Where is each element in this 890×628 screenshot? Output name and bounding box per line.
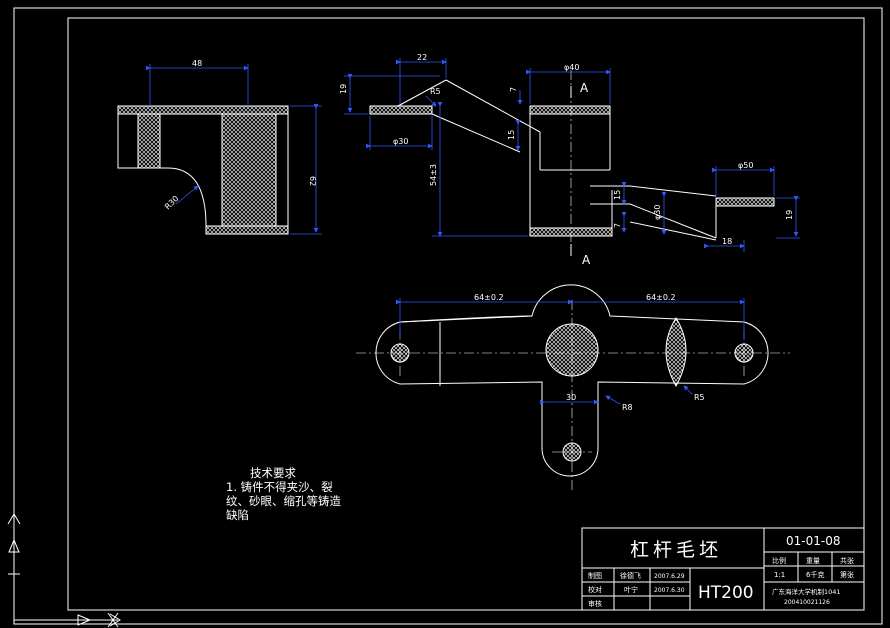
tech-req-line3: 缺陷 xyxy=(226,508,249,522)
dim-7b: 7 xyxy=(613,223,622,228)
ucs-icon xyxy=(7,513,121,628)
scale-value: 1:1 xyxy=(774,571,785,579)
qty-value: 第张 xyxy=(840,570,854,579)
draw-date: 2007.6.29 xyxy=(654,573,685,580)
drawing-number: 01-01-08 xyxy=(786,534,840,548)
school-line2: 200410021126 xyxy=(784,599,830,606)
middle-view-dims xyxy=(344,58,800,252)
dim-dia30: φ30 xyxy=(393,137,408,146)
dim-19a: 19 xyxy=(339,84,348,94)
dim-r5a: R5 xyxy=(430,87,441,96)
outer-border xyxy=(13,7,883,625)
row-draw: 制图 xyxy=(588,571,602,580)
col-qty: 共张 xyxy=(840,556,854,565)
school-line1: 广东海洋大学机制1041 xyxy=(772,587,841,596)
section-label-a-top: A xyxy=(580,81,589,95)
draw-name: 徐德飞 xyxy=(620,571,641,580)
dim-48: 48 xyxy=(192,59,202,68)
tech-req-line2: 纹、砂眼、缩孔等铸造 xyxy=(226,494,341,508)
dim-r30: R30 xyxy=(163,194,181,212)
dim-7a: 7 xyxy=(509,87,518,92)
row-check: 校对 xyxy=(588,585,602,594)
dim-22: 22 xyxy=(417,53,427,62)
dim-15b: 15 xyxy=(613,190,622,200)
plan-view-dims xyxy=(396,298,745,405)
middle-view xyxy=(369,79,775,241)
row-review: 审核 xyxy=(588,599,602,608)
dim-64-left: 64±0.2 xyxy=(474,293,504,302)
col-weight: 重量 xyxy=(806,557,820,565)
left-view xyxy=(117,105,289,235)
check-name: 叶宁 xyxy=(624,585,638,594)
dim-19b: 19 xyxy=(785,210,794,220)
left-view-dims xyxy=(146,64,322,235)
weight-value: 6千克 xyxy=(806,570,824,579)
check-date: 2007.6.30 xyxy=(654,587,685,594)
dim-15a: 15 xyxy=(507,130,516,140)
section-label-a-bottom: A xyxy=(582,253,591,267)
dim-18: 18 xyxy=(722,237,732,246)
dim-dia40: φ40 xyxy=(564,63,579,72)
part-name: 杠杆毛坯 xyxy=(630,539,722,561)
tech-req-line1: 1. 铸件不得夹沙、裂 xyxy=(226,480,333,494)
title-block xyxy=(581,527,865,611)
dim-64-right: 64±0.2 xyxy=(646,293,676,302)
col-scale: 比例 xyxy=(772,556,786,565)
dim-dia50: φ50 xyxy=(738,161,753,170)
dim-62: 62 xyxy=(308,176,317,186)
inner-border xyxy=(67,17,865,611)
dim-r8: R8 xyxy=(622,403,633,412)
dim-54: 54±3 xyxy=(429,164,438,186)
material: HT200 xyxy=(698,583,754,603)
dim-dia30-r: φ30 xyxy=(653,205,662,220)
tech-req-title: 技术要求 xyxy=(250,466,296,480)
dim-r5b: R5 xyxy=(694,393,705,402)
tech-requirements: 技术要求 1. 铸件不得夹沙、裂 纹、砂眼、缩孔等铸造 缺陷 xyxy=(226,466,366,522)
dim-30: 30 xyxy=(566,393,576,402)
plan-view xyxy=(375,284,769,477)
